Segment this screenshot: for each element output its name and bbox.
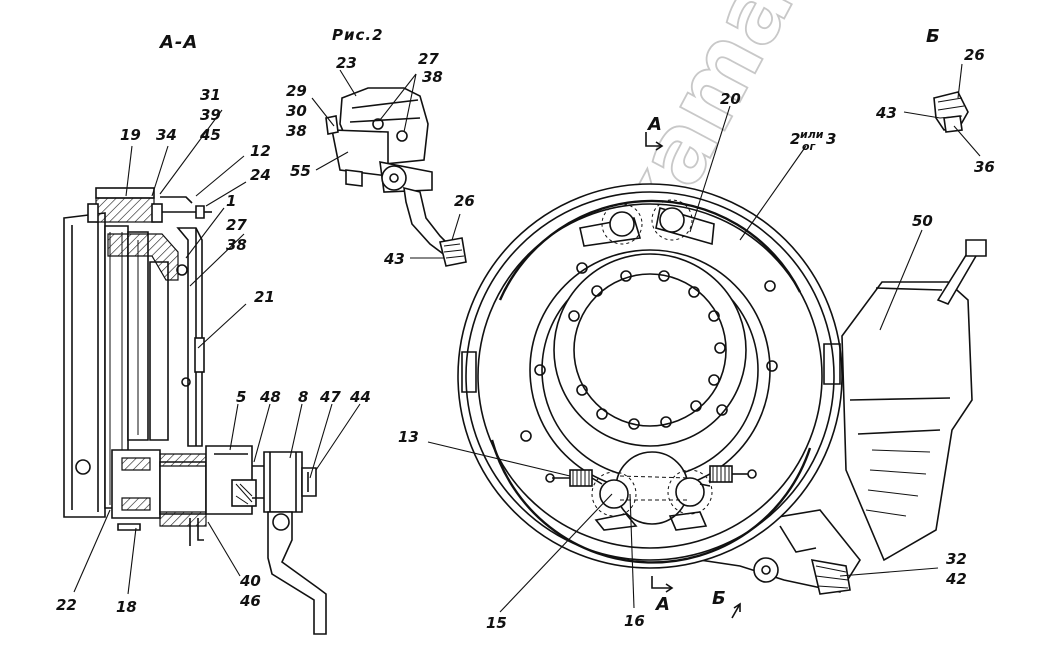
callout-43: 43	[383, 250, 405, 268]
alt-note: 2 или ог 3	[790, 128, 836, 153]
view-b-detail	[933, 91, 969, 133]
callout-labels: 23 27 38 29 30 38 55 26 43 31 39 45 19 3…	[56, 46, 995, 632]
callout-24: 24	[250, 166, 271, 184]
callout-40: 40	[239, 572, 261, 590]
callout-19: 19	[120, 126, 141, 144]
callout-26: 26	[454, 192, 475, 210]
callout-44: 44	[349, 388, 371, 406]
callout-36: 36	[974, 158, 995, 176]
svg-text:ог: ог	[802, 140, 817, 153]
callout-38: 38	[422, 68, 443, 86]
callout-15: 15	[486, 614, 507, 632]
callout-27: 27	[226, 216, 247, 234]
leader-lines	[73, 63, 981, 613]
view-arrow-label: Б	[712, 588, 727, 609]
callout-18: 18	[116, 598, 137, 616]
return-springs	[545, 465, 757, 501]
callout-43: 43	[875, 104, 897, 122]
callout-29: 29	[286, 82, 307, 100]
callout-46: 46	[239, 592, 261, 610]
svg-text:3: 3	[826, 130, 836, 148]
callout-30: 30	[286, 102, 307, 120]
callout-32: 32	[946, 550, 967, 568]
callout-39: 39	[200, 106, 221, 124]
callout-16: 16	[624, 612, 645, 630]
callout-5: 5	[236, 388, 246, 406]
callout-42: 42	[945, 570, 967, 588]
callout-55: 55	[290, 162, 311, 180]
section-title: А-А	[158, 32, 198, 53]
figure-caption: Рис.2	[332, 26, 384, 44]
callout-1: 1	[226, 192, 236, 210]
svg-text:или: или	[800, 128, 824, 141]
callout-38: 38	[286, 122, 307, 140]
cut-mark-top-label: А	[646, 114, 663, 135]
callout-8: 8	[298, 388, 308, 406]
callout-45: 45	[199, 126, 221, 144]
bolt-holes	[520, 262, 778, 442]
callout-20: 20	[720, 90, 741, 108]
view-b-title: Б	[926, 26, 941, 47]
callout-34: 34	[156, 126, 177, 144]
brake-main-view	[457, 132, 987, 619]
svg-text:2: 2	[790, 130, 800, 148]
callout-48: 48	[259, 388, 281, 406]
callout-27: 27	[418, 50, 439, 68]
callout-21: 21	[254, 288, 275, 306]
section-a-a-view	[63, 187, 327, 635]
callout-22: 22	[56, 596, 77, 614]
callout-12: 12	[250, 142, 271, 160]
callout-23: 23	[336, 54, 357, 72]
cut-mark-bottom-label: А	[654, 594, 671, 615]
callout-38: 38	[226, 236, 247, 254]
callout-31: 31	[200, 86, 221, 104]
callout-47: 47	[319, 388, 341, 406]
callout-50: 50	[912, 212, 933, 230]
callout-13: 13	[398, 428, 419, 446]
detail-fig2-view	[325, 87, 467, 267]
callout-26: 26	[964, 46, 985, 64]
